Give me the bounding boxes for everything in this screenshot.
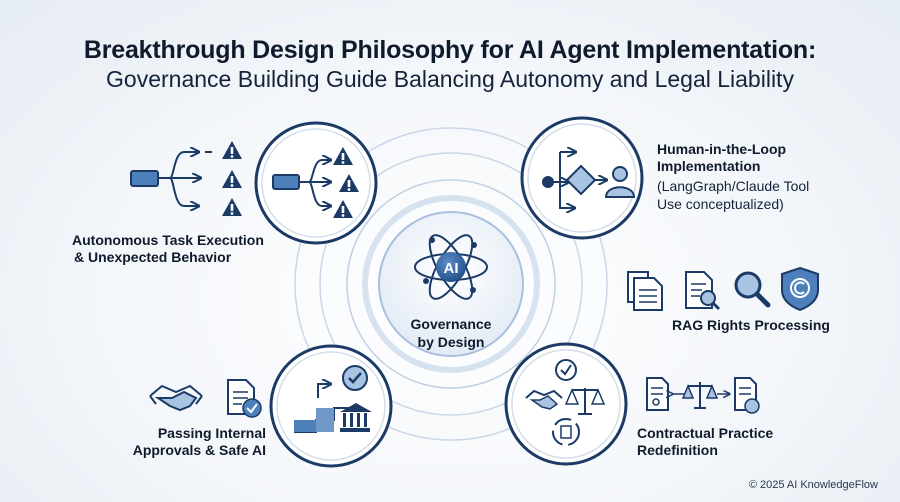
label-rag: RAG Rights Processing bbox=[672, 317, 830, 334]
center-node: AI bbox=[378, 211, 524, 357]
copyright-footer: © 2025 AI KnowledgeFlow bbox=[748, 479, 878, 491]
label-contract: Contractual Practice Redefinition bbox=[637, 425, 773, 459]
handshake-icon bbox=[149, 384, 203, 412]
center-label: Governance by Design bbox=[384, 315, 518, 351]
node-contract bbox=[504, 342, 628, 466]
label-autonomous-line2: & Unexpected Behavior bbox=[74, 249, 232, 265]
atom-icon bbox=[414, 234, 488, 300]
label-contract-line1: Contractual Practice bbox=[637, 425, 774, 441]
label-autonomous-line1: Autonomous Task Execution bbox=[72, 232, 264, 248]
human-in-loop-icon bbox=[542, 152, 636, 208]
node-hitl bbox=[520, 116, 644, 240]
page-title: Breakthrough Design Philosophy for AI Ag… bbox=[83, 36, 817, 64]
node-autonomous bbox=[254, 121, 378, 245]
branching-task-icon bbox=[272, 147, 359, 218]
label-rag-line1: RAG Rights Processing bbox=[672, 317, 830, 333]
label-hitl-note1: (LangGraph/Claude Tool bbox=[657, 178, 810, 194]
label-hitl-line2: Implementation bbox=[657, 158, 761, 174]
label-autonomous: Autonomous Task Execution & Unexpected B… bbox=[72, 232, 264, 266]
branching-warning-icon bbox=[130, 141, 242, 216]
label-approvals-line1: Passing Internal bbox=[157, 425, 266, 441]
center-label-line2: by Design bbox=[417, 334, 485, 350]
approval-steps-icon bbox=[294, 365, 372, 433]
approved-document-icon bbox=[227, 379, 262, 418]
center-label-line1: Governance bbox=[410, 316, 492, 332]
contract-scale-icon bbox=[646, 377, 760, 414]
magnifier-icon bbox=[734, 271, 771, 308]
document-search-icon bbox=[685, 271, 721, 311]
label-approvals: Passing Internal Approvals & Safe AI bbox=[130, 425, 266, 459]
ai-badge: AI bbox=[444, 260, 459, 277]
copyright-shield-icon bbox=[781, 266, 819, 312]
contract-cycle-icon bbox=[525, 359, 606, 446]
label-contract-line2: Redefinition bbox=[637, 442, 718, 458]
label-approvals-line2: Approvals & Safe AI bbox=[132, 442, 266, 458]
documents-icon bbox=[627, 271, 663, 311]
label-hitl-note: (LangGraph/Claude Tool Use conceptualize… bbox=[657, 177, 809, 213]
label-hitl-line1: Human-in-the-Loop bbox=[657, 141, 787, 157]
label-hitl-note2: Use conceptualized) bbox=[657, 196, 784, 212]
node-approvals bbox=[269, 344, 393, 468]
concentric-rings bbox=[294, 127, 608, 441]
page-subtitle: Governance Building Guide Balancing Auto… bbox=[106, 66, 794, 92]
label-hitl: Human-in-the-Loop Implementation bbox=[657, 141, 786, 175]
